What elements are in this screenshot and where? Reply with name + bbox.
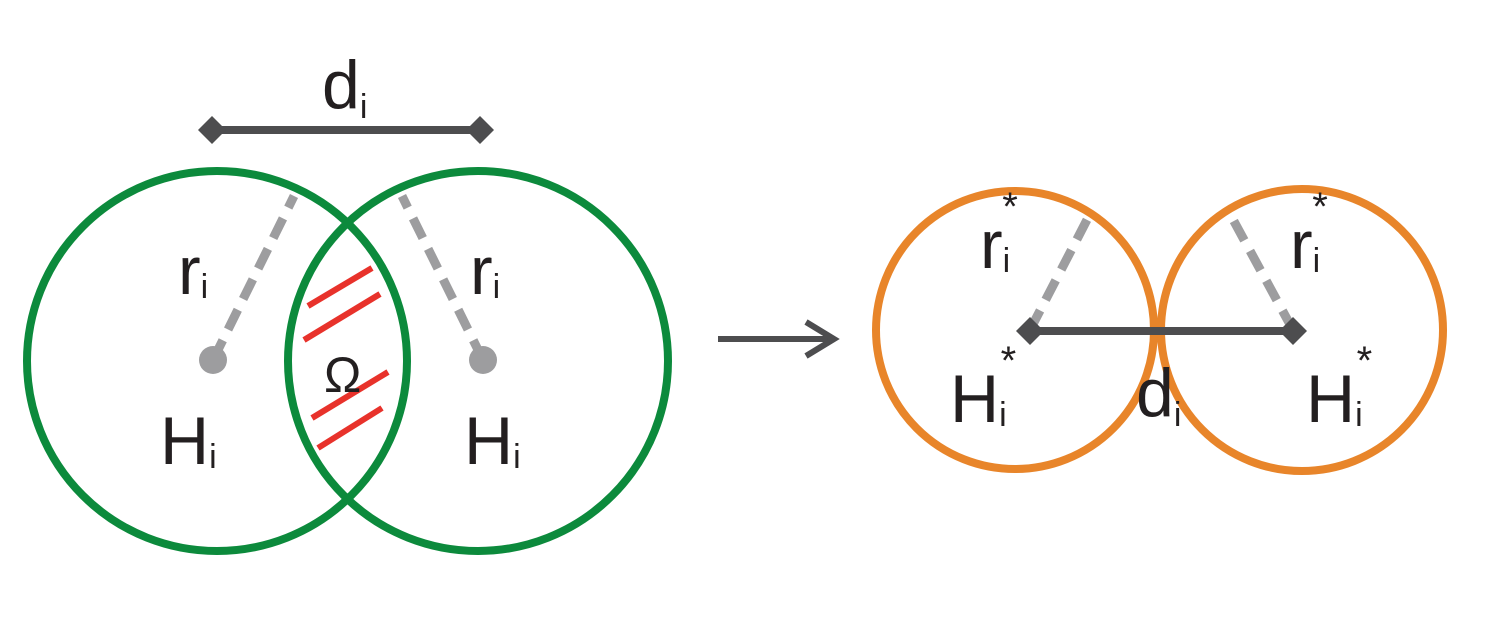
distance-label-left: di [322, 47, 367, 126]
hatch-line-4 [316, 405, 384, 451]
radius-label-right: ri [470, 233, 500, 309]
distance-label-star: di [1136, 355, 1181, 434]
center-dot-right [469, 346, 497, 374]
touching-circles-group: ri* ri* Hi* Hi* di [872, 185, 1447, 475]
radius-label-right-star: ri* [1290, 185, 1328, 283]
radius-label-left: ri [178, 233, 208, 309]
radius-label-left-star: ri* [980, 185, 1018, 283]
overlap-omega-label: Ω [324, 347, 361, 403]
overlapping-circles-group: di ri ri Ω Hi Hi [23, 47, 672, 555]
overlap-hatching [302, 265, 390, 451]
right-arrow-icon [718, 319, 840, 359]
hatch-line-2 [302, 291, 382, 343]
center-dot-left [199, 346, 227, 374]
center-label-right-star: Hi* [1306, 339, 1372, 437]
hatch-line-1 [306, 265, 374, 309]
center-label-right: Hi [464, 403, 521, 479]
green-circle-left [23, 167, 411, 555]
distance-span-bar [198, 116, 494, 144]
hatch-line-3 [310, 369, 390, 421]
green-circle-right [284, 167, 672, 555]
radius-dashed-left [208, 194, 299, 362]
center-diamond-right-star [1279, 317, 1307, 345]
distance-bar-left-diamond [198, 116, 226, 144]
distance-bar-right-diamond [466, 116, 494, 144]
center-diamond-left-star [1016, 317, 1044, 345]
radius-dashed-right [397, 194, 488, 362]
radius-dashed-right-star [1226, 211, 1297, 333]
radius-dashed-left-star [1026, 211, 1094, 333]
center-label-left: Hi [160, 403, 217, 479]
center-label-left-star: Hi* [950, 339, 1016, 437]
